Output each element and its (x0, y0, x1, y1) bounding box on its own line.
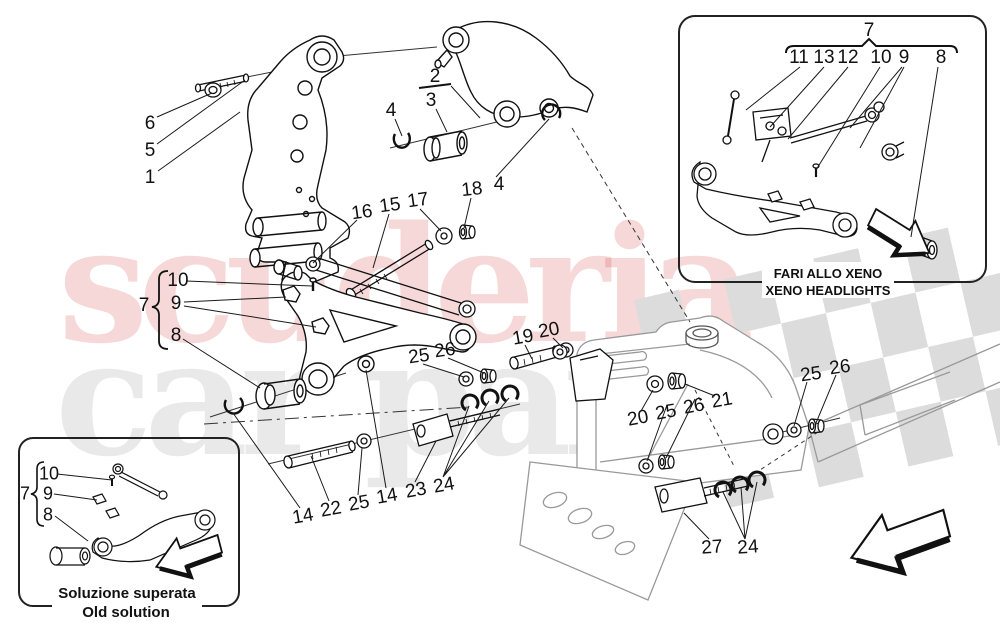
part-label-old_box-9: 9 (42, 483, 54, 504)
part-label-old_box-7: 7 (19, 483, 31, 504)
part-label-main-14: 14 (290, 504, 316, 529)
direction-arrow-old (154, 533, 224, 580)
part-label-main-3: 3 (425, 90, 437, 111)
part-label-main-8: 8 (170, 325, 182, 346)
part-label-xeno_box-10: 10 (870, 47, 892, 68)
old-caption-back (52, 580, 202, 624)
old-solution-caption-line2: Old solution (82, 604, 170, 621)
part-label-main-21: 21 (709, 388, 735, 413)
direction-arrow-main (849, 508, 952, 577)
part-label-xeno_box-11: 11 (789, 47, 809, 68)
xeno-caption-back (762, 262, 894, 298)
part-label-xeno_box-13: 13 (813, 47, 835, 68)
xeno-caption-line1: FARI ALLO XENO (773, 266, 883, 281)
part-label-main-4: 4 (385, 100, 397, 121)
part-label-main-9: 9 (170, 293, 182, 314)
bolt-and-nut-drawing (194, 73, 250, 98)
old-solution-caption-line1: Soluzione superata (58, 585, 196, 602)
old-solution-arm-drawing (49, 463, 216, 566)
part-label-main-2: 2 (429, 66, 441, 87)
xeno-caption-line2: XENO HEADLIGHTS (765, 283, 891, 298)
part-label-main-25: 25 (653, 400, 679, 425)
hardware-drawing (283, 342, 825, 513)
part-label-main-6: 6 (144, 113, 156, 134)
part-label-main-25: 25 (799, 362, 823, 387)
part-label-main-25: 25 (407, 344, 431, 369)
part-label-old_box-8: 8 (42, 504, 54, 525)
label-braces (30, 37, 958, 527)
part-label-main-20: 20 (536, 318, 562, 343)
part-label-main-25: 25 (346, 491, 372, 516)
part-label-main-22: 22 (318, 497, 344, 522)
leader-lines (53, 66, 939, 542)
part-label-old_box-10: 10 (38, 463, 60, 484)
part-label-main-1: 1 (144, 167, 156, 188)
part-label-main-19: 19 (510, 325, 536, 350)
part-label-main-17: 17 (406, 188, 430, 213)
part-label-main-20: 20 (625, 406, 651, 431)
part-label-main-26: 26 (681, 394, 707, 419)
part-label-main-10: 10 (167, 270, 189, 291)
part-label-main-5: 5 (144, 140, 156, 161)
part-label-main-24: 24 (736, 536, 760, 559)
lower-arm-drawing (223, 259, 477, 415)
part-label-main-14: 14 (374, 484, 400, 509)
part-label-main-16: 16 (350, 200, 374, 225)
part-label-main-18: 18 (460, 177, 484, 202)
part-label-main-24: 24 (431, 473, 457, 498)
part-label-main-26: 26 (828, 355, 852, 380)
part-label-main-4: 4 (493, 174, 505, 195)
wheel-carrier-drawing (242, 35, 351, 290)
link-rod-drawing (305, 224, 476, 318)
part-label-main-15: 15 (378, 193, 402, 218)
part-label-xeno_box-9: 9 (898, 47, 910, 68)
part-label-main-26: 26 (433, 338, 457, 363)
part-label-xeno_box-8: 8 (935, 47, 947, 68)
part-label-main-23: 23 (403, 478, 429, 503)
part-label-xeno_box-7: 7 (863, 20, 875, 41)
part-label-xeno_box-12: 12 (837, 47, 859, 68)
upper-arm-drawing (392, 20, 594, 162)
part-label-main-27: 27 (700, 536, 724, 559)
part-label-main-7: 7 (138, 295, 150, 316)
direction-arrow-xeno (866, 207, 931, 258)
